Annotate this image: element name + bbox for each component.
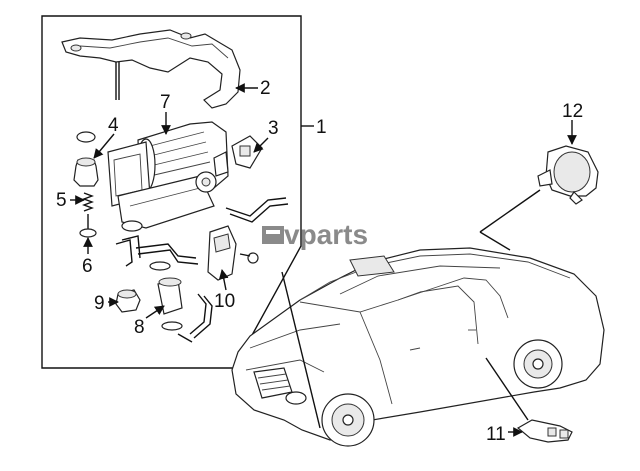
- sensor-part-11: [516, 419, 573, 443]
- callout-11: 11: [486, 424, 506, 445]
- leader-11-to-car: [485, 357, 529, 421]
- callout-7: 7: [160, 92, 171, 113]
- hoses: [115, 197, 289, 343]
- callout-3: 3: [268, 118, 279, 139]
- arrow-8: [145, 305, 165, 319]
- arrow-3: [253, 137, 269, 153]
- callout-5: 5: [56, 190, 67, 211]
- valve-block-part-10: [207, 225, 259, 281]
- arrow-10: [218, 269, 229, 291]
- reservoir-part-12: [537, 145, 599, 205]
- dryer-part-8: [149, 261, 183, 331]
- callout-9: 9: [94, 293, 105, 314]
- relay-part-3: [231, 135, 263, 169]
- clamp-part-9: [115, 289, 141, 313]
- callout-10: 10: [214, 291, 235, 312]
- leader-1-to-car: [281, 271, 321, 429]
- callout-1: 1: [316, 117, 327, 138]
- callout-8: 8: [134, 317, 145, 338]
- watermark-logo: vparts: [262, 219, 368, 250]
- watermark-text: vparts: [284, 219, 368, 250]
- callout-12: 12: [562, 101, 583, 122]
- arrow-4: [93, 133, 115, 159]
- stud-part-6: [79, 214, 97, 238]
- mounting-bracket: [61, 29, 241, 109]
- compressor: [107, 121, 229, 232]
- spring-part-5: [82, 192, 94, 212]
- car-illustration: [231, 247, 605, 447]
- assembly-box: [41, 15, 302, 369]
- leader-12-to-car: [479, 189, 541, 233]
- mount-part-4: [73, 131, 99, 187]
- leader-12-to-car-b: [479, 231, 511, 251]
- watermark-mark-icon: [262, 226, 284, 244]
- callout-6: 6: [82, 256, 93, 277]
- callout-4: 4: [108, 115, 119, 136]
- callout-2: 2: [260, 78, 271, 99]
